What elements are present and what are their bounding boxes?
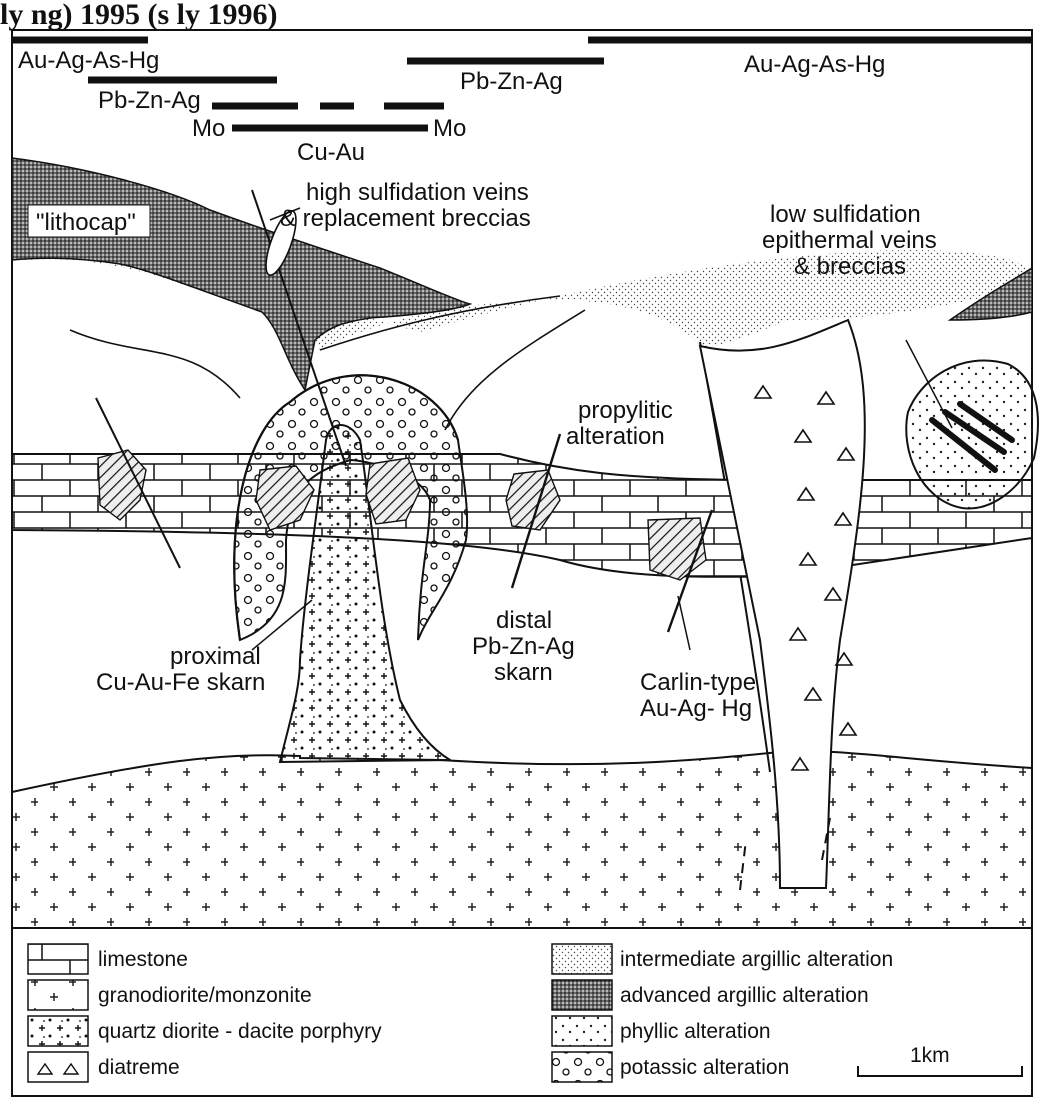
diatreme-pipe <box>698 318 866 889</box>
label-propylitic-line2: alteration <box>566 423 665 450</box>
legend-diatreme: diatreme <box>98 1056 180 1079</box>
label-proximal-line1: proximal <box>170 643 261 670</box>
legend-swatch-diatreme <box>27 1051 89 1083</box>
label-carlin-line2: Au-Ag- Hg <box>640 695 752 722</box>
zone-label-au-ag-as-hg-left: Au-Ag-As-Hg <box>18 47 159 74</box>
label-high-sulfidation-line1: high sulfidation veins <box>306 179 529 206</box>
label-high-sulfidation-line2: & replacement breccias <box>280 205 531 232</box>
legend-advanced-argillic: advanced argillic alteration <box>620 984 869 1007</box>
legend-intermediate-argillic: intermediate argillic alteration <box>620 948 893 971</box>
label-carlin-line1: Carlin-type <box>640 669 756 696</box>
intermediate-argillic-zone <box>12 250 1032 350</box>
legend-swatch-potassic <box>551 1051 613 1083</box>
legend-swatch-granodiorite <box>27 979 89 1011</box>
cropped-header-text: ly ng) 1995 (s ly 1996) <box>0 0 278 31</box>
advanced-argillic-right-patch <box>947 266 1033 321</box>
zone-label-pb-zn-ag-left: Pb-Zn-Ag <box>98 87 201 114</box>
label-low-sulfidation-line2: epithermal veins <box>762 227 937 254</box>
label-distal-line3: skarn <box>494 659 553 686</box>
scale-bar <box>857 1066 1023 1077</box>
legend-granodiorite: granodiorite/monzonite <box>98 984 312 1007</box>
legend-swatch-intermediate-argillic <box>551 943 613 975</box>
skarn-pods <box>97 449 707 581</box>
legend-quartz-diorite: quartz diorite - dacite porphyry <box>98 1020 382 1043</box>
zone-label-mo-left: Mo <box>192 115 225 142</box>
metal-zonation-bars <box>12 36 1032 132</box>
legend-swatch-limestone <box>27 943 89 975</box>
label-propylitic-line1: propylitic <box>578 397 673 424</box>
zone-label-cu-au: Cu-Au <box>297 139 365 166</box>
label-distal-line2: Pb-Zn-Ag <box>472 633 575 660</box>
scale-bar-label: 1km <box>910 1044 950 1067</box>
legend-limestone: limestone <box>98 948 188 971</box>
legend-potassic: potassic alteration <box>620 1056 789 1079</box>
legend-swatch-quartz-diorite <box>27 1015 89 1047</box>
phyllic-alteration-lens <box>905 359 1039 510</box>
zone-label-mo-right: Mo <box>433 115 466 142</box>
label-lithocap: "lithocap" <box>36 209 136 236</box>
legend-swatch-advanced-argillic <box>551 979 613 1011</box>
diatreme-triangles <box>753 384 858 771</box>
label-low-sulfidation-line1: low sulfidation <box>770 201 921 228</box>
label-low-sulfidation-line3: & breccias <box>794 253 906 280</box>
legend: limestone granodiorite/monzonite quartz … <box>11 927 1033 1097</box>
zone-label-pb-zn-ag-center: Pb-Zn-Ag <box>460 68 563 95</box>
zone-label-au-ag-as-hg-right: Au-Ag-As-Hg <box>744 51 885 78</box>
label-distal-line1: distal <box>496 607 552 634</box>
legend-swatch-phyllic <box>551 1015 613 1047</box>
legend-phyllic: phyllic alteration <box>620 1020 771 1043</box>
label-proximal-line2: Cu-Au-Fe skarn <box>96 669 265 696</box>
granodiorite-basement <box>11 750 1033 929</box>
